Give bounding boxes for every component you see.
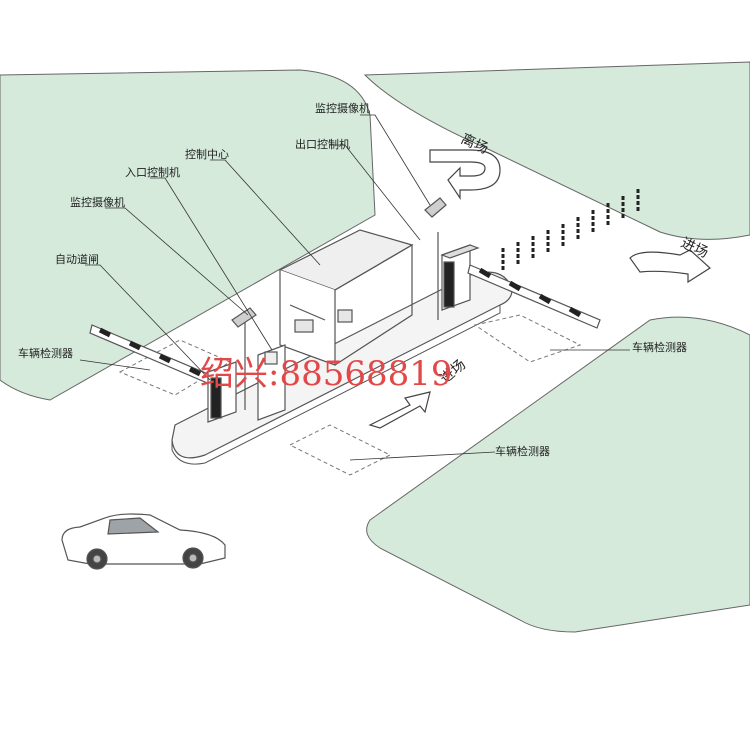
green-area-top-right xyxy=(363,61,750,240)
enter-mid-arrow-icon xyxy=(368,391,431,429)
leader-monitor-camera-top xyxy=(360,114,431,206)
leave-arrow-icon xyxy=(429,149,501,200)
control-booth xyxy=(278,229,414,366)
island-edge xyxy=(171,305,501,465)
leader-vehicle-detector-bottom xyxy=(349,451,496,461)
label-vehicle-detector-bottom: 车辆检测器 xyxy=(495,444,550,458)
island xyxy=(171,271,513,459)
entry-camera-icon xyxy=(231,307,257,328)
leader-vehicle-detector-left xyxy=(79,359,151,371)
label-entry-controller: 入口控制机 xyxy=(125,165,180,179)
exit-equipment xyxy=(424,197,601,329)
label-vehicle-detector-right: 车辆检测器 xyxy=(632,340,687,354)
label-auto-barrier: 自动道闸 xyxy=(55,252,99,266)
label-monitor-camera-top: 监控摄像机 xyxy=(315,101,370,115)
leader-lines xyxy=(79,114,630,461)
leader-control-center xyxy=(210,159,321,266)
detector-zone-bottom xyxy=(288,424,392,476)
label-vehicle-detector-left: 车辆检测器 xyxy=(18,346,73,360)
fence-posts xyxy=(501,189,640,272)
leader-monitor-camera-left xyxy=(105,207,249,316)
label-exit-controller: 出口控制机 xyxy=(295,137,350,151)
watermark-text: 绍兴:88568819 xyxy=(200,354,453,394)
leader-auto-barrier xyxy=(85,264,211,381)
exit-barrier-arm xyxy=(467,264,601,329)
label-control-center: 控制中心 xyxy=(185,147,229,161)
exit-barrier-box xyxy=(440,244,480,259)
detector-zone-right xyxy=(473,314,582,363)
leader-exit-controller xyxy=(330,144,421,241)
entry-equipment xyxy=(89,307,286,423)
label-monitor-camera-left: 监控摄像机 xyxy=(70,195,125,209)
detector-zone-left xyxy=(118,339,232,396)
green-area-bottom-right xyxy=(366,316,750,633)
enter-arrow-icon xyxy=(629,249,711,284)
car-icon xyxy=(61,513,226,570)
exit-camera-icon xyxy=(424,197,447,218)
leader-entry-controller xyxy=(150,177,273,351)
